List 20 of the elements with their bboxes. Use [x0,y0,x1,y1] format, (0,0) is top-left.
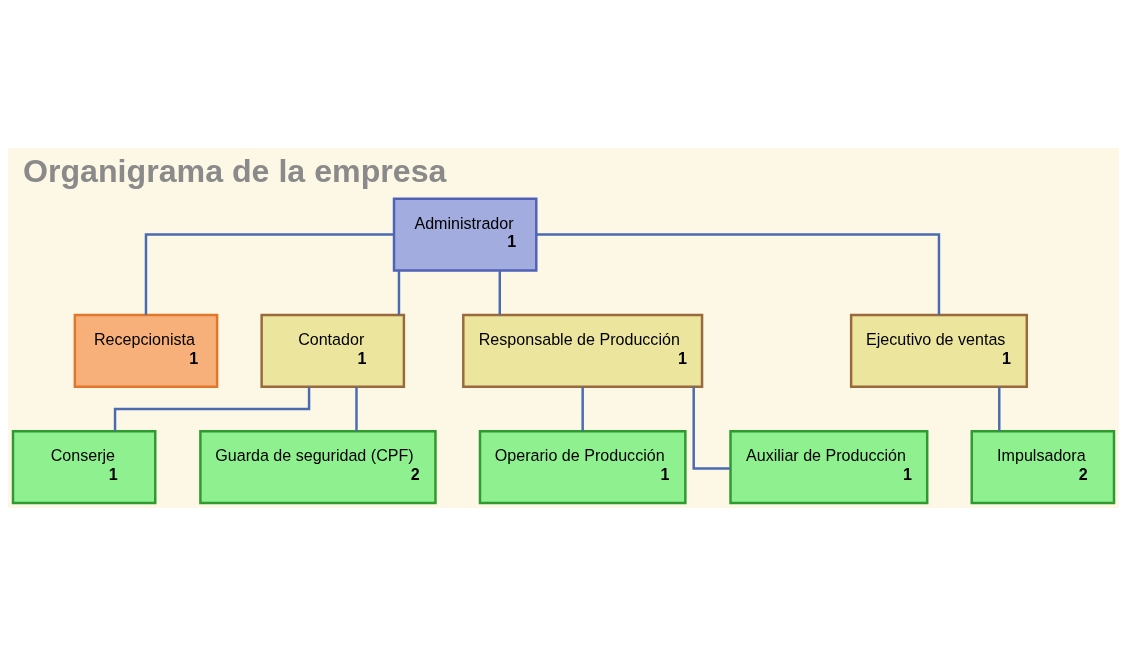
node-box: Recepcionista 1 [73,313,219,388]
node-box: Contador 1 [260,313,406,388]
connector [692,386,731,470]
connector [498,270,502,315]
node-box: Operario de Producción 1 [478,430,687,505]
connector [536,233,941,315]
connector [113,387,311,431]
connector [998,387,1001,432]
node-box: Guarda de seguridad (CPF) 2 [199,430,437,505]
node-box: Conserje 1 [11,430,157,505]
node-box: Responsable de Producción 1 [462,313,704,388]
node-box: Auxiliar de Producción 1 [729,430,929,505]
diagram-title: Organigrama de la empresa [22,153,447,190]
connector [355,387,358,432]
connector [397,270,401,315]
connector [144,233,394,315]
connector [581,387,584,432]
node-box: Impulsadora 2 [970,430,1116,505]
node-box: Administrador 1 [392,197,538,272]
node-box: Ejecutivo de ventas 1 [849,313,1029,388]
